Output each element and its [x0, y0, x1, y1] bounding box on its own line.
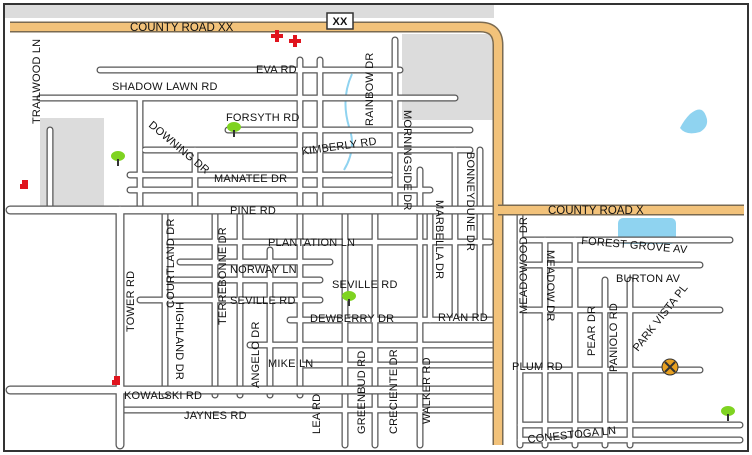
- label-county-road-xx: COUNTY ROAD XX: [130, 22, 234, 34]
- label-county-road-x: COUNTY ROAD X: [548, 205, 644, 217]
- label-terrebonne-dr: TERREBONNE DR: [217, 227, 229, 325]
- park-tree-icon[interactable]: [111, 122, 735, 421]
- highway-shield-label: XX: [332, 16, 348, 28]
- label-forsyth-rd: FORSYTH RD: [226, 112, 300, 124]
- label-mike-ln: MIKE LN: [268, 358, 313, 370]
- label-seville-rd-west: SEVILLE RD: [230, 295, 296, 307]
- highway-shield: XX: [326, 12, 354, 30]
- label-plantation-ln: PLANTATION LN: [268, 237, 355, 249]
- label-greenbud-rd: GREENBUD RD: [356, 351, 368, 435]
- label-dewberry-dr: DEWBERRY DR: [310, 313, 394, 325]
- label-walker-rd: WALKER RD: [421, 357, 433, 424]
- label-meadowood-dr: MEADOWOOD DR: [518, 217, 530, 314]
- label-courtland-dr: COURTLAND DR: [165, 218, 177, 308]
- label-meadow-dr: MEADOW DR: [544, 250, 556, 321]
- label-jaynes-rd: JAYNES RD: [184, 410, 247, 422]
- label-pear-dr: PEAR DR: [586, 306, 598, 356]
- label-angelo-dr: ANGELO DR: [250, 321, 262, 388]
- label-plum-rd: PLUM RD: [512, 361, 563, 373]
- label-paniolo-rd: PANIOLO RD: [608, 303, 620, 372]
- label-eva-rd: EVA RD: [256, 64, 297, 76]
- label-lea-rd: LEA RD: [311, 394, 323, 434]
- collector-roads: [5, 205, 503, 450]
- minor-roads: [36, 36, 744, 449]
- major-roads: [10, 21, 744, 445]
- label-tower-rd: TOWER RD: [125, 271, 137, 332]
- label-bonneydune-dr: BONNEYDUNE DR: [464, 152, 476, 251]
- label-trailwood-ln: TRAILWOOD LN: [31, 39, 43, 124]
- hospital-icon[interactable]: [271, 30, 301, 47]
- label-seville-rd-east: SEVILLE RD: [332, 279, 398, 291]
- label-morningside-dr: MORNINGSIDE DR: [401, 110, 413, 211]
- label-norway-ln: NORWAY LN: [230, 264, 297, 276]
- label-highland-dr: HIGHLAND DR: [173, 302, 185, 380]
- label-kowalski-rd: KOWALSKI RD: [124, 390, 202, 402]
- flag-icon[interactable]: [20, 180, 120, 385]
- school-icon[interactable]: [661, 358, 679, 376]
- label-pine-rd: PINE RD: [230, 205, 276, 217]
- map-border: [3, 3, 749, 452]
- label-manatee-dr: MANATEE DR: [214, 173, 287, 185]
- label-shadow-lawn-rd: SHADOW LAWN RD: [112, 81, 218, 93]
- label-burton-av: BURTON AV: [616, 273, 681, 285]
- label-ryan-rd: RYAN RD: [438, 312, 488, 324]
- label-marbella-dr: MARBELLA DR: [433, 200, 445, 279]
- label-rainbow-dr: RAINBOW DR: [364, 53, 376, 127]
- label-creciente-dr: CRECIENTE DR: [388, 349, 400, 434]
